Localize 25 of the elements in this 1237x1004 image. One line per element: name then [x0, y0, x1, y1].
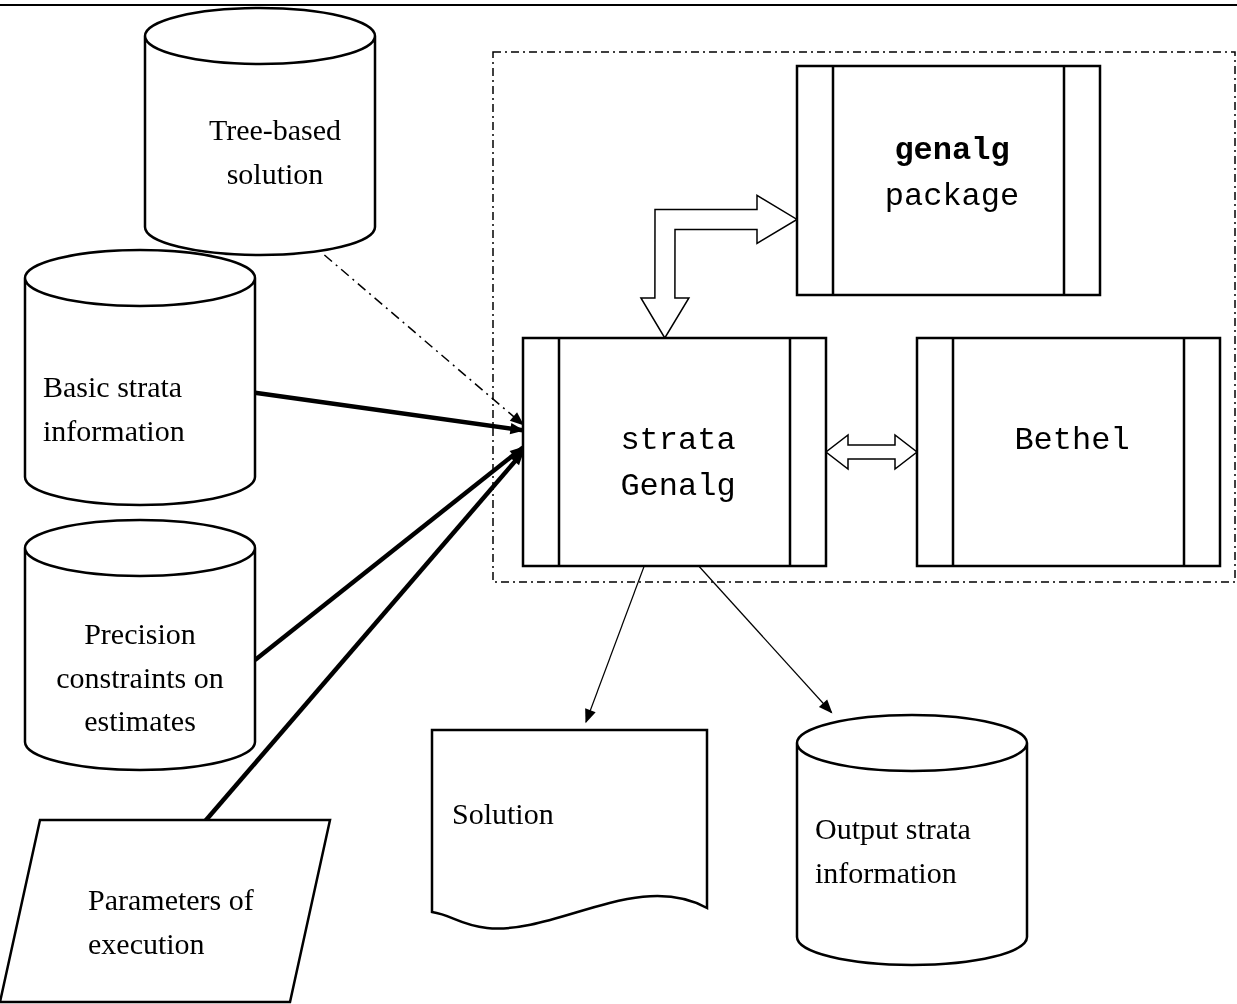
node-label: Basic strata information	[43, 369, 186, 449]
node-label: Precision constraints on estimates	[55, 616, 225, 739]
arrow	[254, 390, 525, 435]
node-label: genalg package	[883, 131, 1021, 218]
process-box	[917, 338, 1220, 566]
database-cylinder	[797, 715, 1027, 965]
node-label: Output strata information	[815, 811, 972, 891]
node-label: strata Genalg	[619, 421, 737, 508]
arrow	[585, 565, 645, 724]
double-arrow	[824, 433, 919, 471]
document-shape	[432, 730, 707, 930]
process-box	[523, 338, 826, 566]
arrow	[253, 445, 525, 662]
arrow	[698, 565, 833, 714]
database-cylinder	[145, 8, 375, 255]
node-label: Parameters of execution	[88, 882, 255, 962]
process-box	[797, 66, 1100, 295]
input-parallelogram	[0, 820, 330, 1002]
database-cylinder	[25, 520, 255, 770]
node-label: Solution	[452, 796, 555, 832]
database-cylinder	[25, 250, 255, 505]
node-label: Bethel	[1013, 421, 1131, 461]
node-label: Tree-based solution	[207, 112, 343, 192]
double-arrow	[639, 194, 799, 340]
arrow	[323, 254, 525, 426]
